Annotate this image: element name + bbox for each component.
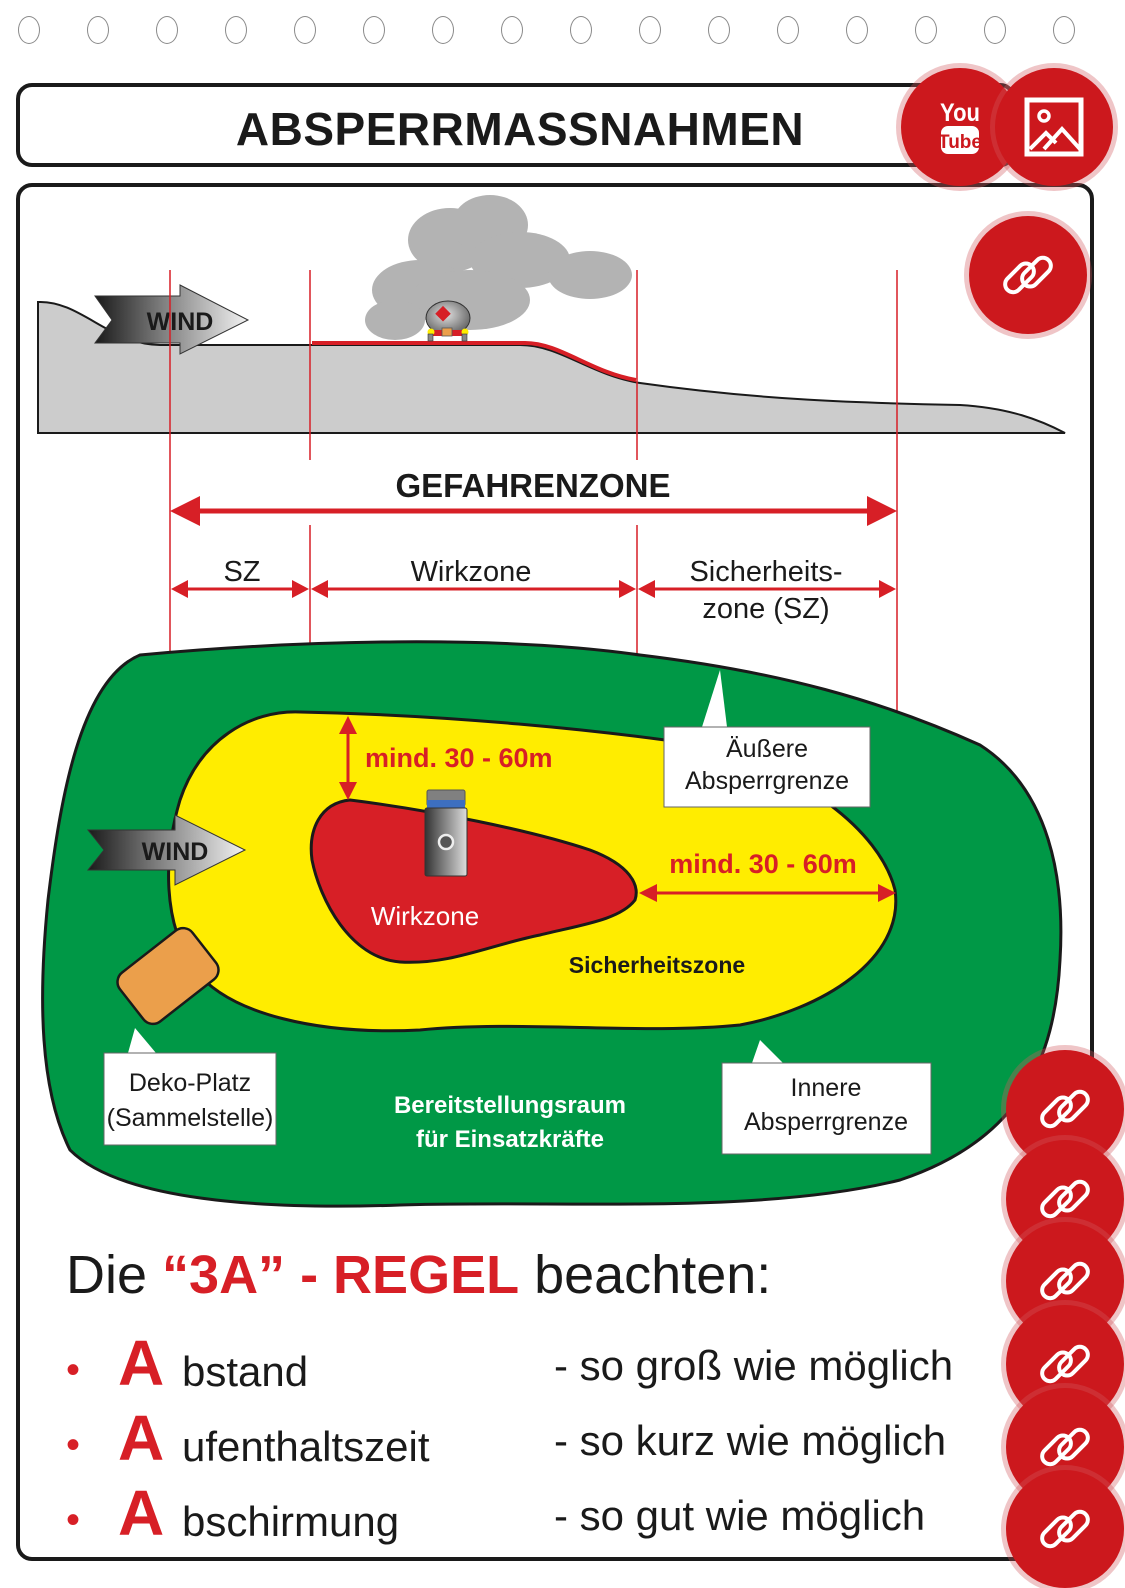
rule-letter: A <box>118 1477 165 1549</box>
sz-label: SZ <box>223 556 260 588</box>
binder-hole <box>432 16 454 44</box>
link-icon <box>1040 1089 1090 1129</box>
image-button[interactable] <box>995 68 1113 186</box>
binder-holes <box>18 16 1118 48</box>
rule-word: ufenthaltszeit <box>182 1423 430 1470</box>
decon-area <box>116 926 220 1026</box>
inner-boundary-line2: Absperrgrenze <box>744 1108 908 1136</box>
wind-label-map: WIND <box>142 838 209 866</box>
binder-hole <box>984 16 1006 44</box>
inner-boundary-line1: Innere <box>791 1074 862 1102</box>
content-frame <box>16 183 1094 1561</box>
distance-label-top: mind. 30 - 60m <box>365 743 553 773</box>
binder-hole <box>18 16 40 44</box>
link-button[interactable] <box>969 216 1087 334</box>
wind-arrow-profile <box>94 284 250 355</box>
svg-text:You: You <box>940 100 980 128</box>
bullet: • <box>66 1423 81 1467</box>
rule-description: - so gut wie möglich <box>554 1492 926 1539</box>
link-icon <box>1040 1261 1090 1301</box>
rule-letter: A <box>118 1327 165 1399</box>
bullet: • <box>66 1498 81 1542</box>
callout-inner-boundary <box>721 1040 932 1155</box>
binder-hole <box>708 16 730 44</box>
binder-hole <box>225 16 247 44</box>
distance-arrow-vertical <box>339 716 357 800</box>
sicherheitszone-header-line1: Sicherheits- <box>689 556 842 588</box>
wirkzone-map-label: Wirkzone <box>371 901 479 931</box>
link-icon <box>1003 255 1053 295</box>
link-icon <box>1040 1509 1090 1549</box>
rule-heading-suffix: beachten: <box>519 1245 772 1305</box>
binder-hole <box>777 16 799 44</box>
distance-label-right: mind. 30 - 60m <box>669 849 857 879</box>
svg-text:Tube: Tube <box>938 132 982 153</box>
page-title: ABSPERRMASSNAHMEN <box>235 103 805 155</box>
binder-hole <box>639 16 661 44</box>
decon-line1: Deko-Platz <box>129 1069 251 1097</box>
title-frame: ABSPERRMASSNAHMEN <box>16 83 1016 167</box>
link-button[interactable] <box>1006 1470 1124 1588</box>
rule-heading: Die “3A” - REGEL beachten: <box>66 1244 771 1306</box>
rule-description: - so groß wie möglich <box>554 1342 954 1389</box>
gefahrenzone-label: GEFAHRENZONE <box>395 467 670 504</box>
binder-hole <box>87 16 109 44</box>
callout-outer-boundary <box>663 670 871 808</box>
image-icon <box>1024 97 1084 157</box>
sicherheitszone-header-line2: zone (SZ) <box>702 593 829 625</box>
binder-hole <box>501 16 523 44</box>
rule-description: - so kurz wie möglich <box>554 1417 947 1464</box>
tanker-vehicle <box>425 300 471 342</box>
binder-hole <box>570 16 592 44</box>
binder-hole <box>1053 16 1075 44</box>
youtube-icon: You Tube <box>938 100 982 154</box>
wirkzone-header-label: Wirkzone <box>411 556 532 588</box>
rule-letter: A <box>118 1402 165 1474</box>
link-icon <box>1040 1179 1090 1219</box>
decon-line2: (Sammelstelle) <box>107 1104 274 1132</box>
binder-hole <box>915 16 937 44</box>
callout-decon-area <box>103 1028 277 1146</box>
link-icon <box>1040 1427 1090 1467</box>
binder-hole <box>156 16 178 44</box>
rule-heading-highlight: “3A” - REGEL <box>162 1245 520 1305</box>
subzone-arrows <box>171 580 896 598</box>
binder-hole <box>363 16 385 44</box>
impact-zone <box>309 798 638 964</box>
outer-boundary-line1: Äußere <box>726 735 808 763</box>
bullet: • <box>66 1348 81 1392</box>
binder-hole <box>294 16 316 44</box>
sicherheitszone-map-label: Sicherheitszone <box>569 952 745 978</box>
rule-word: bstand <box>182 1348 309 1395</box>
barrel-source <box>424 789 468 877</box>
link-icon <box>1040 1344 1090 1384</box>
outer-boundary-line2: Absperrgrenze <box>685 767 849 795</box>
wind-label-profile: WIND <box>147 308 214 336</box>
rule-word: bschirmung <box>182 1498 400 1545</box>
rule-heading-prefix: Die <box>66 1245 163 1305</box>
contamination-line <box>312 341 637 382</box>
gefahrenzone-arrow <box>170 496 897 526</box>
staging-line2: für Einsatzkräfte <box>416 1126 604 1153</box>
smoke-cloud <box>365 195 632 340</box>
staging-line1: Bereitstellungsraum <box>394 1092 626 1119</box>
wind-arrow-map <box>86 814 247 886</box>
binder-hole <box>846 16 868 44</box>
distance-arrow-horizontal <box>639 884 896 902</box>
